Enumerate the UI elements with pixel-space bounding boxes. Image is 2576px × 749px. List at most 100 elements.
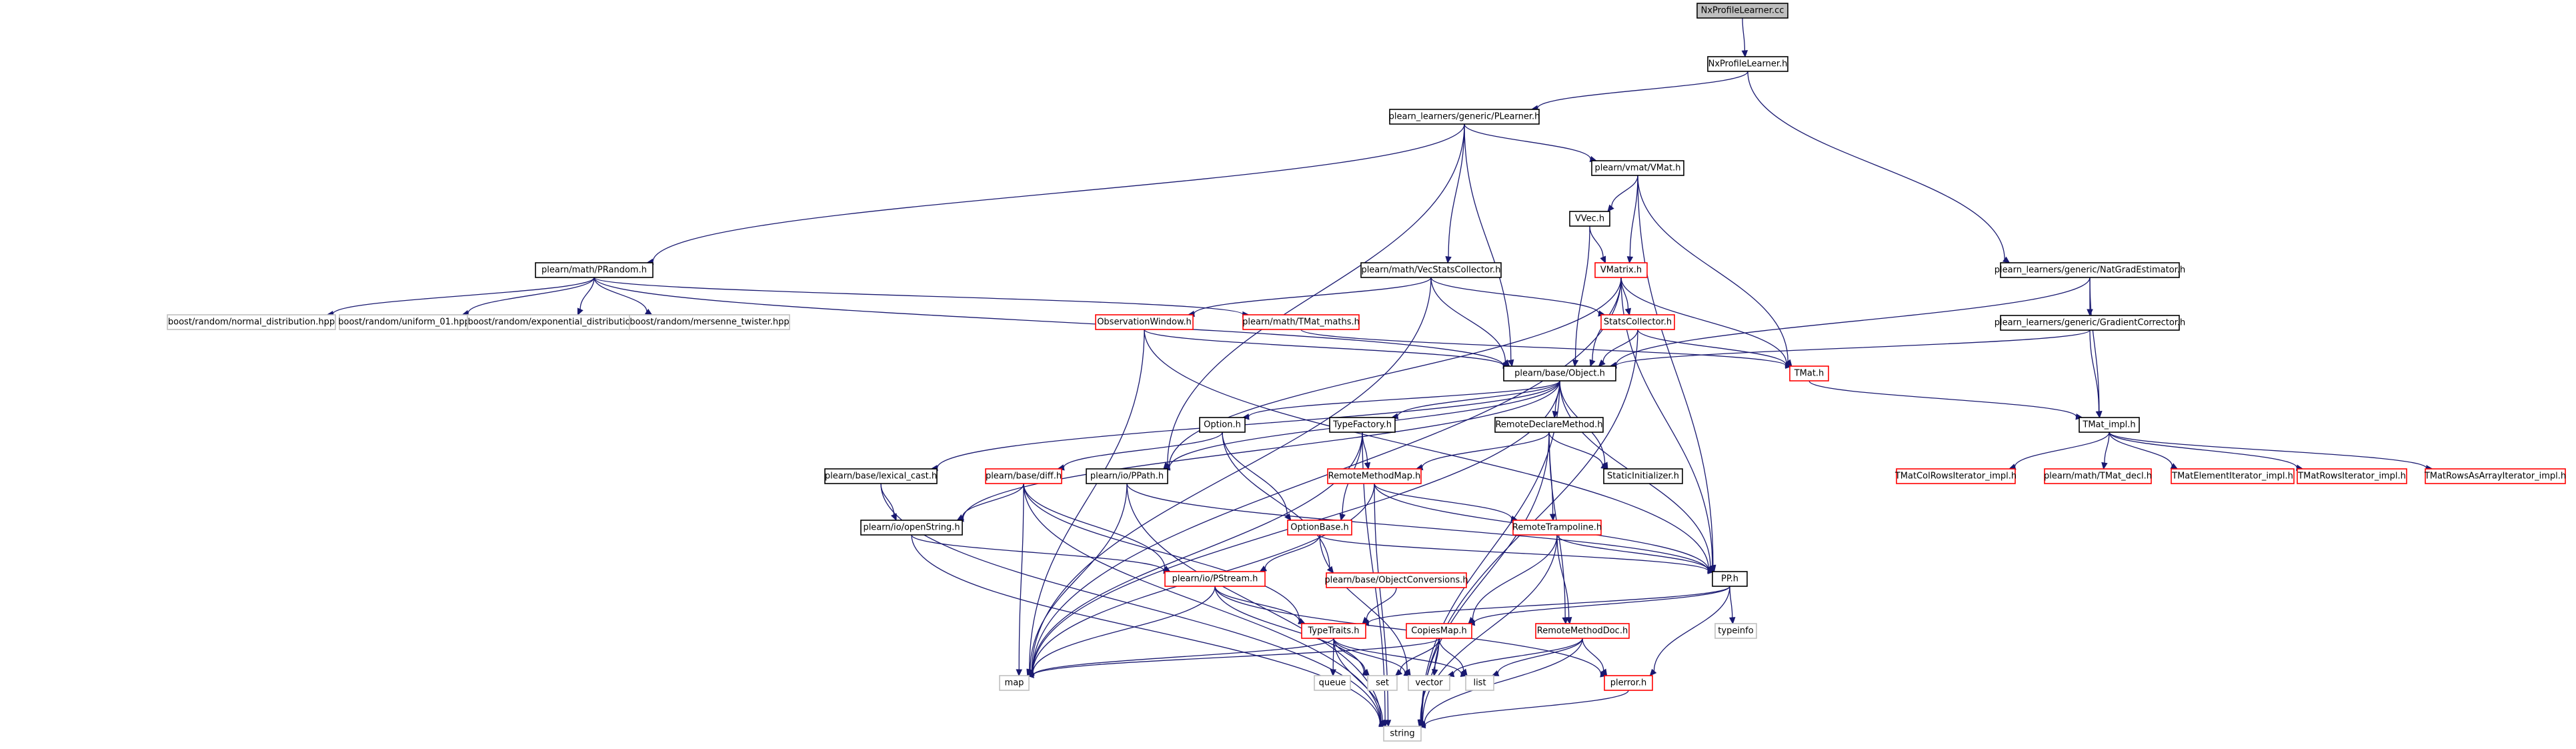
node-natgrad[interactable]: plearn_learners/generic/NatGradEstimator… — [1995, 262, 2185, 278]
edge-option-to-optionbase — [1222, 432, 1292, 521]
edges-layer — [326, 17, 2433, 729]
node-tmatcol[interactable]: TMatColRowsIterator_impl.h — [1894, 468, 2017, 484]
node-tmatdecl[interactable]: plearn/math/TMat_decl.h — [2044, 468, 2152, 484]
node-expo[interactable]: boost/random/exponential_distribution.hp… — [467, 314, 656, 330]
node-string[interactable]: string — [1383, 726, 1422, 742]
node-vmat[interactable]: plearn/vmat/VMat.h — [1591, 160, 1684, 176]
edge-typetraits-to-set — [1333, 638, 1370, 676]
node-box — [1086, 468, 1168, 484]
node-remotetramp[interactable]: RemoteTrampoline.h — [1512, 520, 1602, 536]
node-typetraits[interactable]: TypeTraits.h — [1301, 623, 1366, 639]
edge-openstring-to-pstream — [911, 534, 1171, 574]
node-diff[interactable]: plearn/base/diff.h — [985, 468, 1062, 484]
node-remotemethodmap[interactable]: RemoteMethodMap.h — [1327, 468, 1422, 484]
node-box — [1326, 572, 1467, 588]
node-lexcast[interactable]: plearn/base/lexical_cast.h — [824, 468, 938, 484]
edge-obswin-to-pp — [1144, 329, 1715, 572]
arrowhead — [1491, 670, 1500, 676]
node-copiesmap[interactable]: CopiesMap.h — [1406, 623, 1472, 639]
arrowhead — [2002, 256, 2011, 263]
node-box — [2171, 468, 2295, 484]
arrowhead — [1589, 359, 1596, 367]
node-box — [1594, 262, 1648, 278]
node-box — [1707, 56, 1788, 72]
node-gradcorr[interactable]: plearn_learners/generic/GradientCorrecto… — [1995, 315, 2186, 331]
edge-diff-to-map — [1016, 483, 1024, 677]
node-nxh[interactable]: NxProfileLearner.h — [1707, 56, 1788, 72]
node-normal[interactable]: boost/random/normal_distribution.hpp — [167, 314, 336, 330]
node-tmath[interactable]: TMat.h — [1789, 365, 1829, 382]
node-label: TMatRowsIterator_impl.h — [2297, 472, 2406, 482]
node-optionbase[interactable]: OptionBase.h — [1287, 520, 1352, 536]
edge-statscoll-to-tmath — [1637, 329, 1793, 368]
edge-option-to-diff — [1057, 432, 1223, 471]
node-objconv[interactable]: plearn/base/ObjectConversions.h — [1324, 572, 1468, 588]
node-vvec[interactable]: VVec.h — [1569, 211, 1610, 227]
node-pstream[interactable]: plearn/io/PStream.h — [1164, 571, 1266, 587]
node-label: plearn/base/ObjectConversions.h — [1324, 576, 1468, 586]
node-box — [1242, 314, 1360, 330]
node-tmatmaths[interactable]: plearn/math/TMat_maths.h — [1242, 314, 1360, 330]
node-label: CopiesMap.h — [1411, 626, 1466, 636]
node-label: plearn/base/diff.h — [986, 472, 1062, 482]
arrowhead — [1362, 668, 1370, 676]
node-set[interactable]: set — [1367, 675, 1398, 691]
node-tmatimpl[interactable]: TMat_impl.h — [2079, 417, 2140, 433]
node-label: string — [1390, 729, 1414, 739]
node-vecstats[interactable]: plearn/math/VecStatsCollector.h — [1360, 262, 1502, 278]
node-statscoll[interactable]: StatsCollector.h — [1600, 314, 1675, 330]
edge-plearner-to-vmat — [1464, 123, 1598, 163]
node-list[interactable]: list — [1465, 675, 1494, 691]
node-box — [2000, 262, 2180, 278]
node-remotedecl[interactable]: RemoteDeclareMethod.h — [1494, 417, 1604, 433]
node-label: plearn/math/VecStatsCollector.h — [1361, 265, 1500, 275]
edge-vvec-to-object — [1572, 225, 1590, 367]
node-option[interactable]: Option.h — [1199, 417, 1246, 433]
edge-prandom-to-expo — [577, 277, 595, 316]
node-box — [1591, 160, 1684, 176]
edge-pp-to-plerror — [1649, 586, 1730, 676]
node-vector[interactable]: vector — [1408, 675, 1450, 691]
arrowhead — [1460, 668, 1468, 676]
edge-typetraits-to-vector — [1333, 638, 1412, 676]
node-tmatrowsarr[interactable]: TMatRowsAsArrayIterator_impl.h — [2424, 468, 2566, 484]
arrowhead — [1728, 617, 1736, 625]
node-label: NxProfileLearner.cc — [1701, 6, 1784, 16]
edge-root-to-nxh — [1741, 17, 1748, 58]
node-remotemethoddoc[interactable]: RemoteMethodDoc.h — [1535, 623, 1630, 639]
node-root[interactable]: NxProfileLearner.cc — [1696, 3, 1788, 19]
node-box — [1314, 675, 1351, 691]
node-queue[interactable]: queue — [1314, 675, 1351, 691]
node-pp[interactable]: PP.h — [1712, 571, 1748, 587]
node-label: RemoteTrampoline.h — [1512, 523, 1602, 533]
edge-ppath-to-pp — [1126, 483, 1715, 574]
node-object[interactable]: plearn/base/Object.h — [1503, 365, 1616, 382]
node-staticinit[interactable]: StaticInitializer.h — [1603, 468, 1683, 484]
node-label: PP.h — [1721, 574, 1738, 584]
edge-vmat-to-tmath — [1637, 175, 1792, 367]
edge-vecstats-to-statscoll — [1430, 277, 1606, 317]
edge-typetraits-to-string — [1333, 638, 1386, 728]
node-ppath[interactable]: plearn/io/PPath.h — [1086, 468, 1168, 484]
node-box — [167, 314, 336, 330]
node-map[interactable]: map — [999, 675, 1030, 691]
arrowhead — [1598, 359, 1606, 367]
node-box — [535, 262, 654, 278]
node-box — [1408, 675, 1450, 691]
node-prandom[interactable]: plearn/math/PRandom.h — [535, 262, 654, 278]
node-openstring[interactable]: plearn/io/openString.h — [860, 520, 963, 536]
node-uniform[interactable]: boost/random/uniform_01.hpp — [338, 314, 470, 330]
node-box — [1494, 417, 1604, 433]
node-mersenne[interactable]: boost/random/mersenne_twister.hpp — [629, 314, 790, 330]
node-label: boost/random/exponential_distribution.hp… — [467, 317, 655, 327]
node-plerror[interactable]: plerror.h — [1604, 675, 1653, 691]
node-typefactory[interactable]: TypeFactory.h — [1329, 417, 1396, 433]
edge-nxh-to-plearner — [1530, 71, 1748, 112]
node-plearner[interactable]: plearn_learners/generic/PLearner.h — [1389, 109, 1540, 125]
node-vmatrix[interactable]: VMatrix.h — [1594, 262, 1648, 278]
node-obswin[interactable]: ObservationWindow.h — [1095, 314, 1194, 330]
node-box — [1712, 571, 1748, 587]
node-tmatelem[interactable]: TMatElementIterator_impl.h — [2171, 468, 2295, 484]
node-tmatrows[interactable]: TMatRowsIterator_impl.h — [2297, 468, 2407, 484]
node-typeinfo[interactable]: typeinfo — [1714, 623, 1757, 639]
